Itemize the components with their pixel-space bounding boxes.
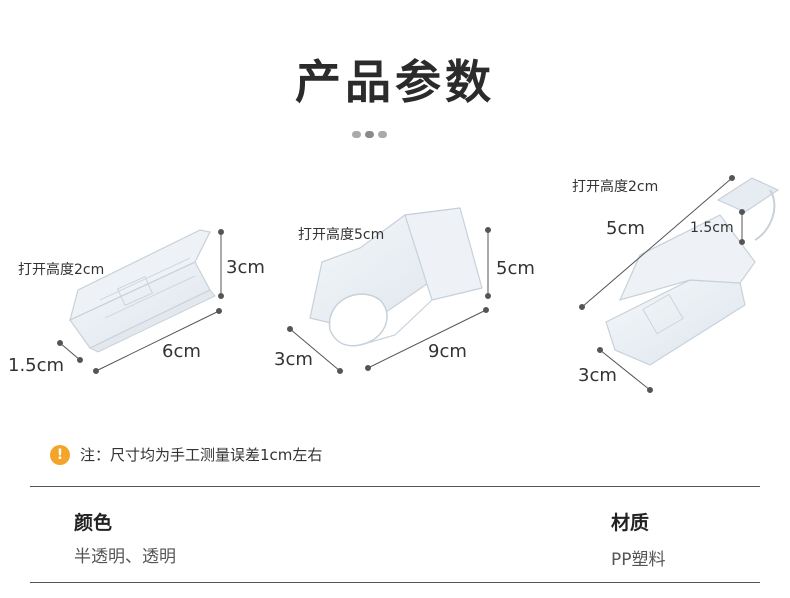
hook-clip-length: 5cm [606,218,645,239]
large-clip-open-height: 打开高度5cm [298,227,385,243]
hook-clip-hook-size: 1.5cm [690,220,734,236]
hook-clip-illustration [605,177,780,366]
divider-dot [365,131,374,138]
title-divider-dots [352,131,387,138]
page-title: 产品参数 [295,55,495,109]
small-clip-illustration [69,229,216,353]
small-clip-width: 1.5cm [8,355,65,376]
large-clip-dimension-lines [287,227,491,374]
material-label: 材质 [611,512,650,534]
measurement-note: ! 注：尺寸均为手工测量误差1cm左右 [50,444,322,465]
spec-divider-top [30,486,760,487]
product-dimension-diagram [57,175,780,393]
divider-dot [378,131,387,138]
large-clip-illustration [309,207,483,347]
small-clip-dimension-lines [57,229,224,374]
note-text: 注：尺寸均为手工测量误差1cm左右 [80,446,323,464]
small-clip-length: 6cm [162,341,201,362]
hook-clip-width: 3cm [578,365,617,386]
material-value: PP塑料 [611,550,666,570]
small-clip-open-height: 打开高度2cm [18,262,105,278]
color-value: 半透明、透明 [74,547,176,567]
large-clip-length: 9cm [428,341,467,362]
spec-divider-bottom [30,582,760,583]
color-label: 颜色 [74,512,113,534]
hook-clip-dimension-lines [579,175,745,393]
large-clip-height: 5cm [496,258,535,279]
hook-clip-open-height: 打开高度2cm [572,179,659,195]
exclamation-icon: ! [50,444,70,465]
small-clip-height: 3cm [226,257,265,278]
large-clip-width: 3cm [274,349,313,370]
divider-dot [352,131,361,138]
